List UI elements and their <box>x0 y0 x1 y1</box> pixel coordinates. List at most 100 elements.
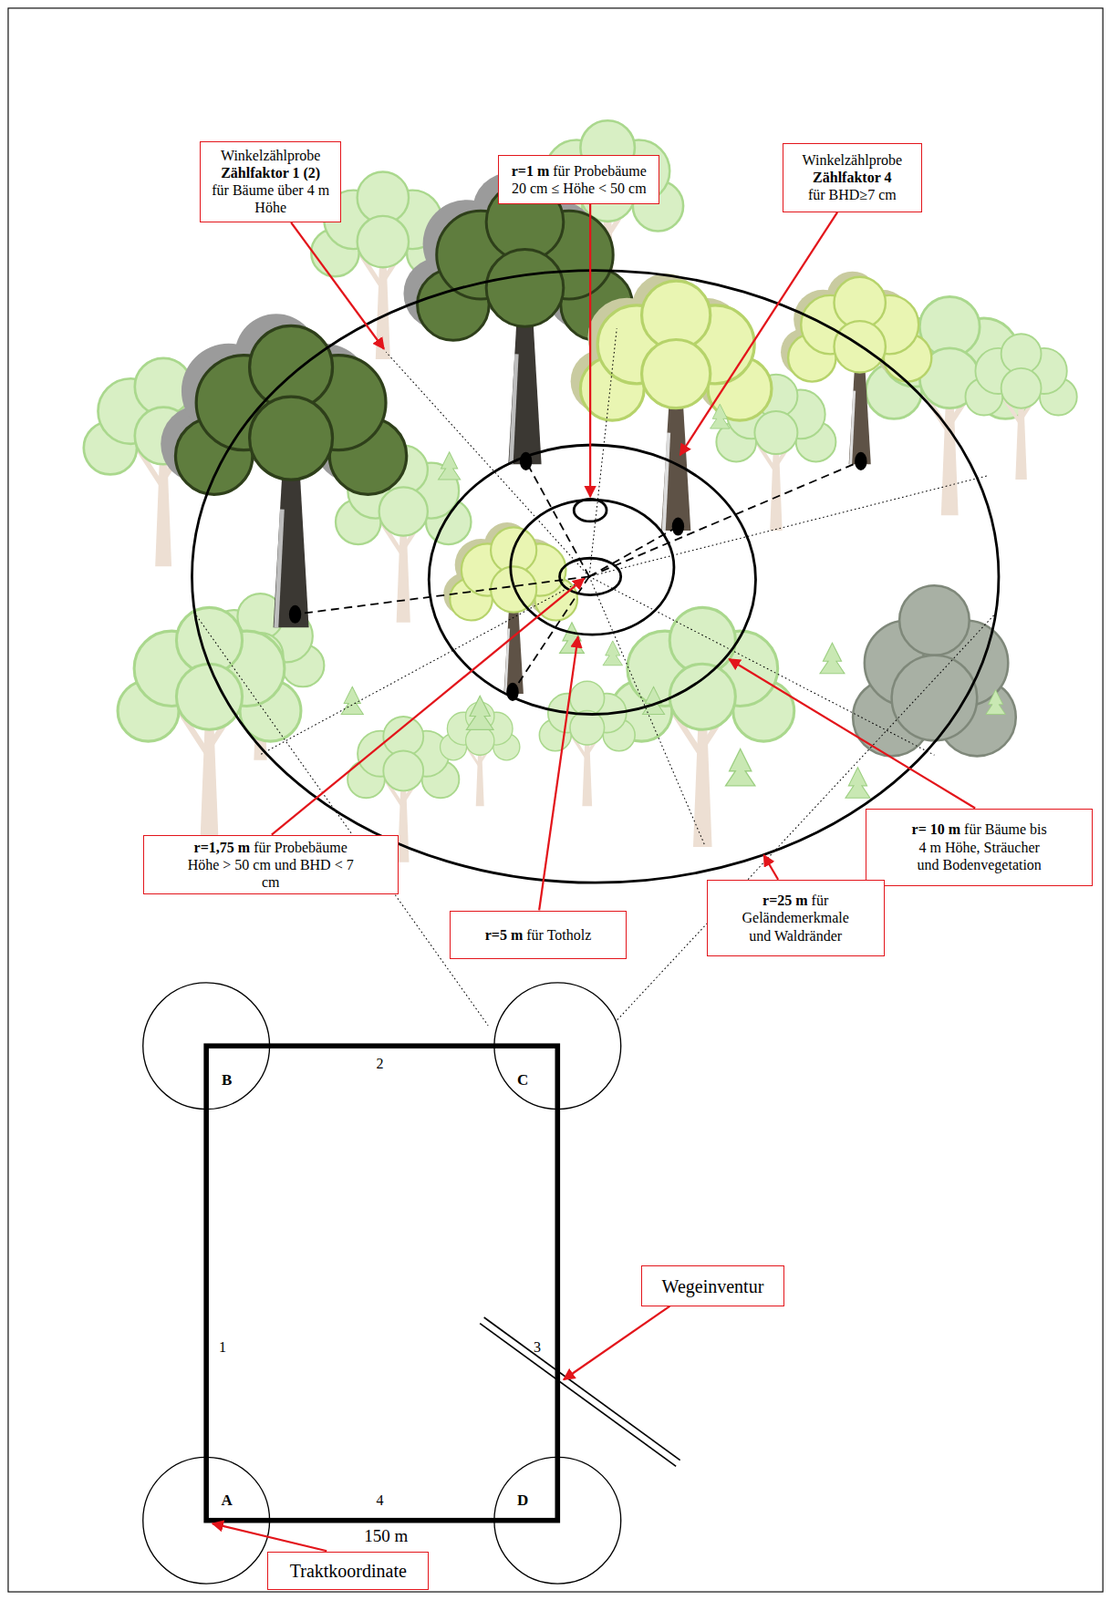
callout-box: r=1 mfür Probebäume 20 cm ≤ Höhe < 50 cm <box>497 155 660 205</box>
distance-line <box>589 527 678 578</box>
circle-1m <box>573 498 607 522</box>
callout-box: Traktkoordinate <box>267 1552 429 1592</box>
sight-line <box>259 576 590 756</box>
tree-mark <box>506 683 519 702</box>
corner-letter: C <box>517 1071 529 1090</box>
tree <box>964 333 1077 480</box>
callout-text: r=5 m <box>485 927 524 944</box>
sapling <box>985 690 1006 716</box>
callout-arrow <box>539 636 579 911</box>
callout-text: Zählfaktor 1 (2) <box>207 164 335 182</box>
tree <box>117 607 301 848</box>
sapling <box>466 695 494 730</box>
tree-mark <box>519 452 532 471</box>
sight-line <box>385 352 590 577</box>
callout-box: WinkelzählprobeZählfaktor 1 (2)für Bäume… <box>199 141 342 224</box>
zoom-line <box>194 612 488 1027</box>
callout-text-group: WinkelzählprobeZählfaktor 1 (2)für Bäume… <box>207 146 335 218</box>
callout-text: Zählfaktor 4 <box>802 168 903 187</box>
callout-text: für Bäume über 4 m Höhe <box>207 181 335 217</box>
callout-box: r=1,75 mfür Probebäume Höhe > 50 cm und … <box>143 835 399 896</box>
callout-text-group: r=1 mfür Probebäume 20 cm ≤ Höhe < 50 cm <box>509 162 649 198</box>
callout-text: r=1,75 m <box>194 840 251 856</box>
sight-line <box>589 476 989 578</box>
circle-10m <box>428 445 756 715</box>
tract-label: 3 <box>533 1339 541 1357</box>
corner-letter: B <box>221 1071 232 1090</box>
sapling <box>341 686 364 715</box>
frame <box>8 8 1103 1593</box>
tree <box>160 313 406 628</box>
callout-text: Traktkoordinate <box>290 1561 407 1582</box>
road <box>479 1317 680 1467</box>
callout-text: r=25 m <box>762 892 809 909</box>
tree <box>570 273 772 531</box>
sapling <box>602 641 623 666</box>
sight-line <box>589 576 706 845</box>
callout-text-group: r= 10 mfür Bäume bis 4 m Höhe, Sträucher… <box>906 820 1053 874</box>
sapling <box>438 452 461 480</box>
callout-arrow <box>680 212 838 456</box>
tract-square <box>206 1046 558 1521</box>
tract-circles <box>143 983 622 1585</box>
callout-text: Winkelzählprobe <box>802 151 903 169</box>
callout-box: WinkelzählprobeZählfaktor 4für BHD≥7 cm <box>782 143 923 213</box>
callout-arrow <box>271 579 585 836</box>
tree-mark <box>289 605 301 624</box>
bush <box>852 585 1017 757</box>
sapling <box>710 404 730 429</box>
tree <box>539 681 635 807</box>
tree <box>443 522 578 695</box>
sight-line <box>589 576 934 756</box>
corner-letter: A <box>220 1492 232 1510</box>
callout-arrow <box>212 1524 327 1552</box>
distance-line <box>526 461 590 577</box>
callout-text: für BHD≥7 cm <box>802 186 903 204</box>
callout-text: für Totholz <box>526 927 592 944</box>
distance-line <box>589 461 862 577</box>
tract-label: 150 m <box>363 1527 408 1547</box>
distance-line <box>295 576 590 614</box>
callout-text-group: r=1,75 mfür Probebäume Höhe > 50 cm und … <box>177 839 364 893</box>
tract-label: 1 <box>218 1339 227 1357</box>
tree-mark <box>672 517 685 536</box>
tree <box>611 607 795 848</box>
callout-text-group: WinkelzählprobeZählfaktor 4für BHD≥7 cm <box>802 151 903 205</box>
sapling <box>819 643 845 675</box>
sight-line <box>589 328 617 577</box>
corner-letter: D <box>517 1492 529 1510</box>
callout-box: r=25 mfür Geländemerkmale und Waldränder <box>706 880 885 957</box>
callout-text: r= 10 m <box>912 821 962 838</box>
callout-text: Winkelzählprobe <box>207 146 335 165</box>
circle-25m <box>191 270 998 884</box>
callout-text: r=1 m <box>511 163 550 179</box>
callout-arrow <box>728 659 976 809</box>
distance-lines <box>295 461 862 693</box>
callout-arrow <box>763 855 779 881</box>
callout-arrow <box>290 222 384 350</box>
road-line <box>479 1324 676 1468</box>
tract-label: 2 <box>375 1056 384 1073</box>
sight-lines <box>194 328 997 1026</box>
callout-arrow <box>589 204 592 498</box>
tree-marks <box>289 452 868 702</box>
callout-text-group: Traktkoordinate <box>290 1560 407 1583</box>
sapling <box>560 622 585 654</box>
tree-mark <box>854 452 867 471</box>
callout-text-group: r=5 mfür Totholz <box>485 926 592 945</box>
callout-arrow <box>563 1307 670 1381</box>
distance-line <box>512 576 590 692</box>
road-line <box>484 1317 681 1462</box>
callout-box: r= 10 mfür Bäume bis 4 m Höhe, Sträucher… <box>865 809 1093 887</box>
callout-text-group: Wegeinventur <box>662 1275 765 1298</box>
callout-text-group: r=25 mfür Geländemerkmale und Waldränder <box>736 892 854 945</box>
tract-label: 4 <box>375 1493 384 1510</box>
tree <box>780 271 932 466</box>
callout-box: Wegeinventur <box>641 1265 785 1308</box>
callout-text: Wegeinventur <box>662 1276 765 1297</box>
sapling <box>845 767 871 799</box>
callout-box: r=5 mfür Totholz <box>449 911 628 961</box>
sapling <box>726 749 756 787</box>
